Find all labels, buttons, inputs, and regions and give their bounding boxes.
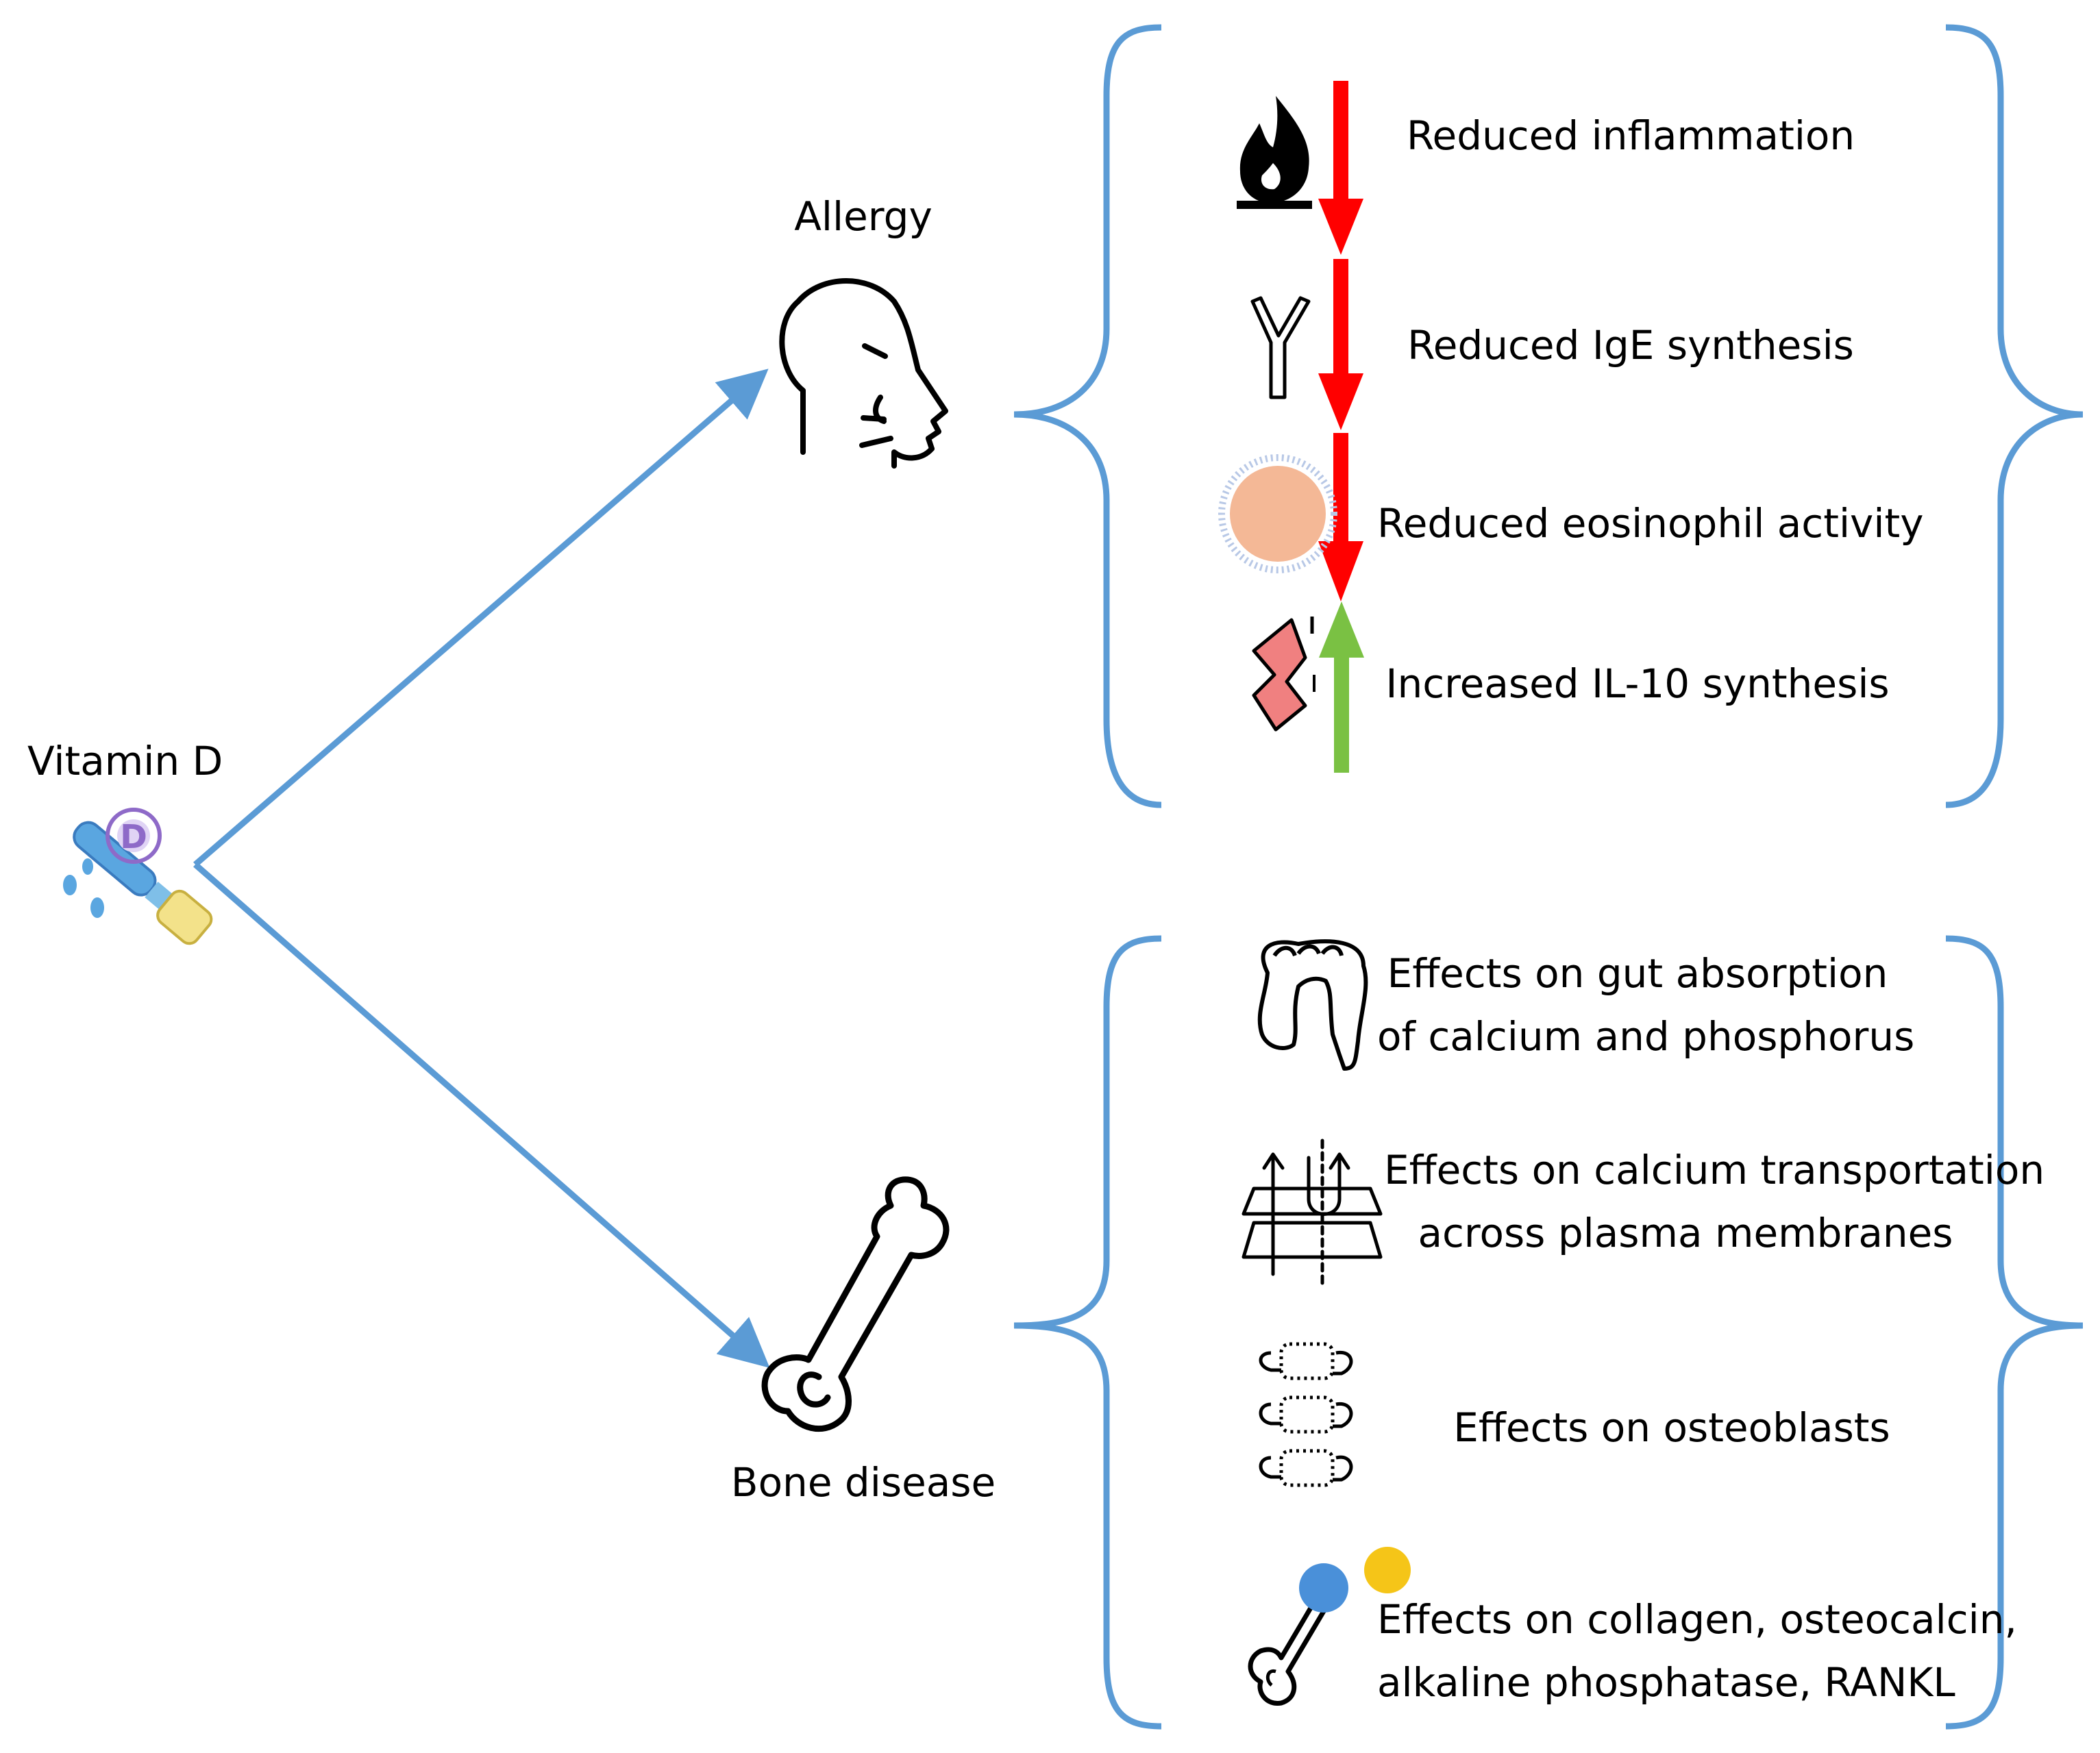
bone-effect-gut-absorption-line-2: of calcium and phosphorus bbox=[1377, 1013, 1915, 1060]
bone-effect-calcium-transport-line-1: Effects on calcium transportation bbox=[1384, 1147, 2045, 1193]
decrease-arrows bbox=[1318, 81, 1363, 601]
allergy-effect-inflammation: Reduced inflammation bbox=[1406, 112, 1855, 159]
sneezing-head-icon bbox=[779, 278, 948, 469]
bone-icon bbox=[761, 1176, 950, 1432]
bone-cells-icon bbox=[1248, 1547, 1411, 1706]
membrane-transport-icon bbox=[1242, 1139, 1383, 1290]
increase-arrow-il10 bbox=[1319, 601, 1364, 773]
allergy-effect-ige: Reduced IgE synthesis bbox=[1407, 322, 1854, 369]
allergy-effect-eosinophil: Reduced eosinophil activity bbox=[1377, 500, 1924, 547]
vitamin-d-dropper-icon: D bbox=[63, 808, 213, 945]
arrow-to-allergy bbox=[193, 369, 769, 867]
connector-arrows bbox=[193, 369, 770, 1368]
antibody-icon bbox=[1250, 296, 1311, 399]
bone-effect-gut-absorption: Effects on gut absorption of calcium and… bbox=[1377, 942, 1915, 1068]
vitamin-d-label: Vitamin D bbox=[27, 738, 223, 784]
arrow-to-bone-disease bbox=[193, 862, 770, 1368]
bone-bracket-left bbox=[1013, 935, 1162, 1730]
decrease-arrow-inflammation bbox=[1318, 81, 1363, 255]
bone-effect-osteoblasts: Effects on osteoblasts bbox=[1405, 1396, 1939, 1459]
vertebrae-icon bbox=[1259, 1342, 1353, 1487]
allergy-bracket-right bbox=[1945, 24, 2084, 808]
cytokine-icon bbox=[1252, 617, 1315, 732]
fire-icon bbox=[1237, 96, 1312, 209]
svg-text:D: D bbox=[120, 818, 147, 856]
bone-bracket-right bbox=[1945, 935, 2084, 1730]
eosinophil-cell-icon bbox=[1218, 454, 1337, 573]
bone-effect-collagen: Effects on collagen, osteocalcin, alkali… bbox=[1377, 1588, 2017, 1714]
bone-effect-calcium-transport-line-2: across plasma membranes bbox=[1418, 1210, 1953, 1256]
decrease-arrow-ige bbox=[1318, 259, 1363, 430]
intestine-icon bbox=[1257, 939, 1368, 1071]
bone-effect-calcium-transport: Effects on calcium transportation across… bbox=[1384, 1139, 2045, 1265]
allergy-label: Allergy bbox=[794, 193, 932, 240]
bone-disease-label: Bone disease bbox=[730, 1459, 996, 1506]
bone-effect-collagen-line-1: Effects on collagen, osteocalcin, bbox=[1377, 1596, 2017, 1643]
allergy-effect-il10: Increased IL-10 synthesis bbox=[1385, 660, 1890, 707]
bone-effect-gut-absorption-line-1: Effects on gut absorption bbox=[1387, 950, 1888, 997]
allergy-bracket-left bbox=[1013, 24, 1162, 808]
bone-effect-osteoblasts-line-1: Effects on osteoblasts bbox=[1453, 1404, 1890, 1451]
bone-effect-collagen-line-2: alkaline phosphatase, RANKL bbox=[1377, 1659, 1955, 1706]
